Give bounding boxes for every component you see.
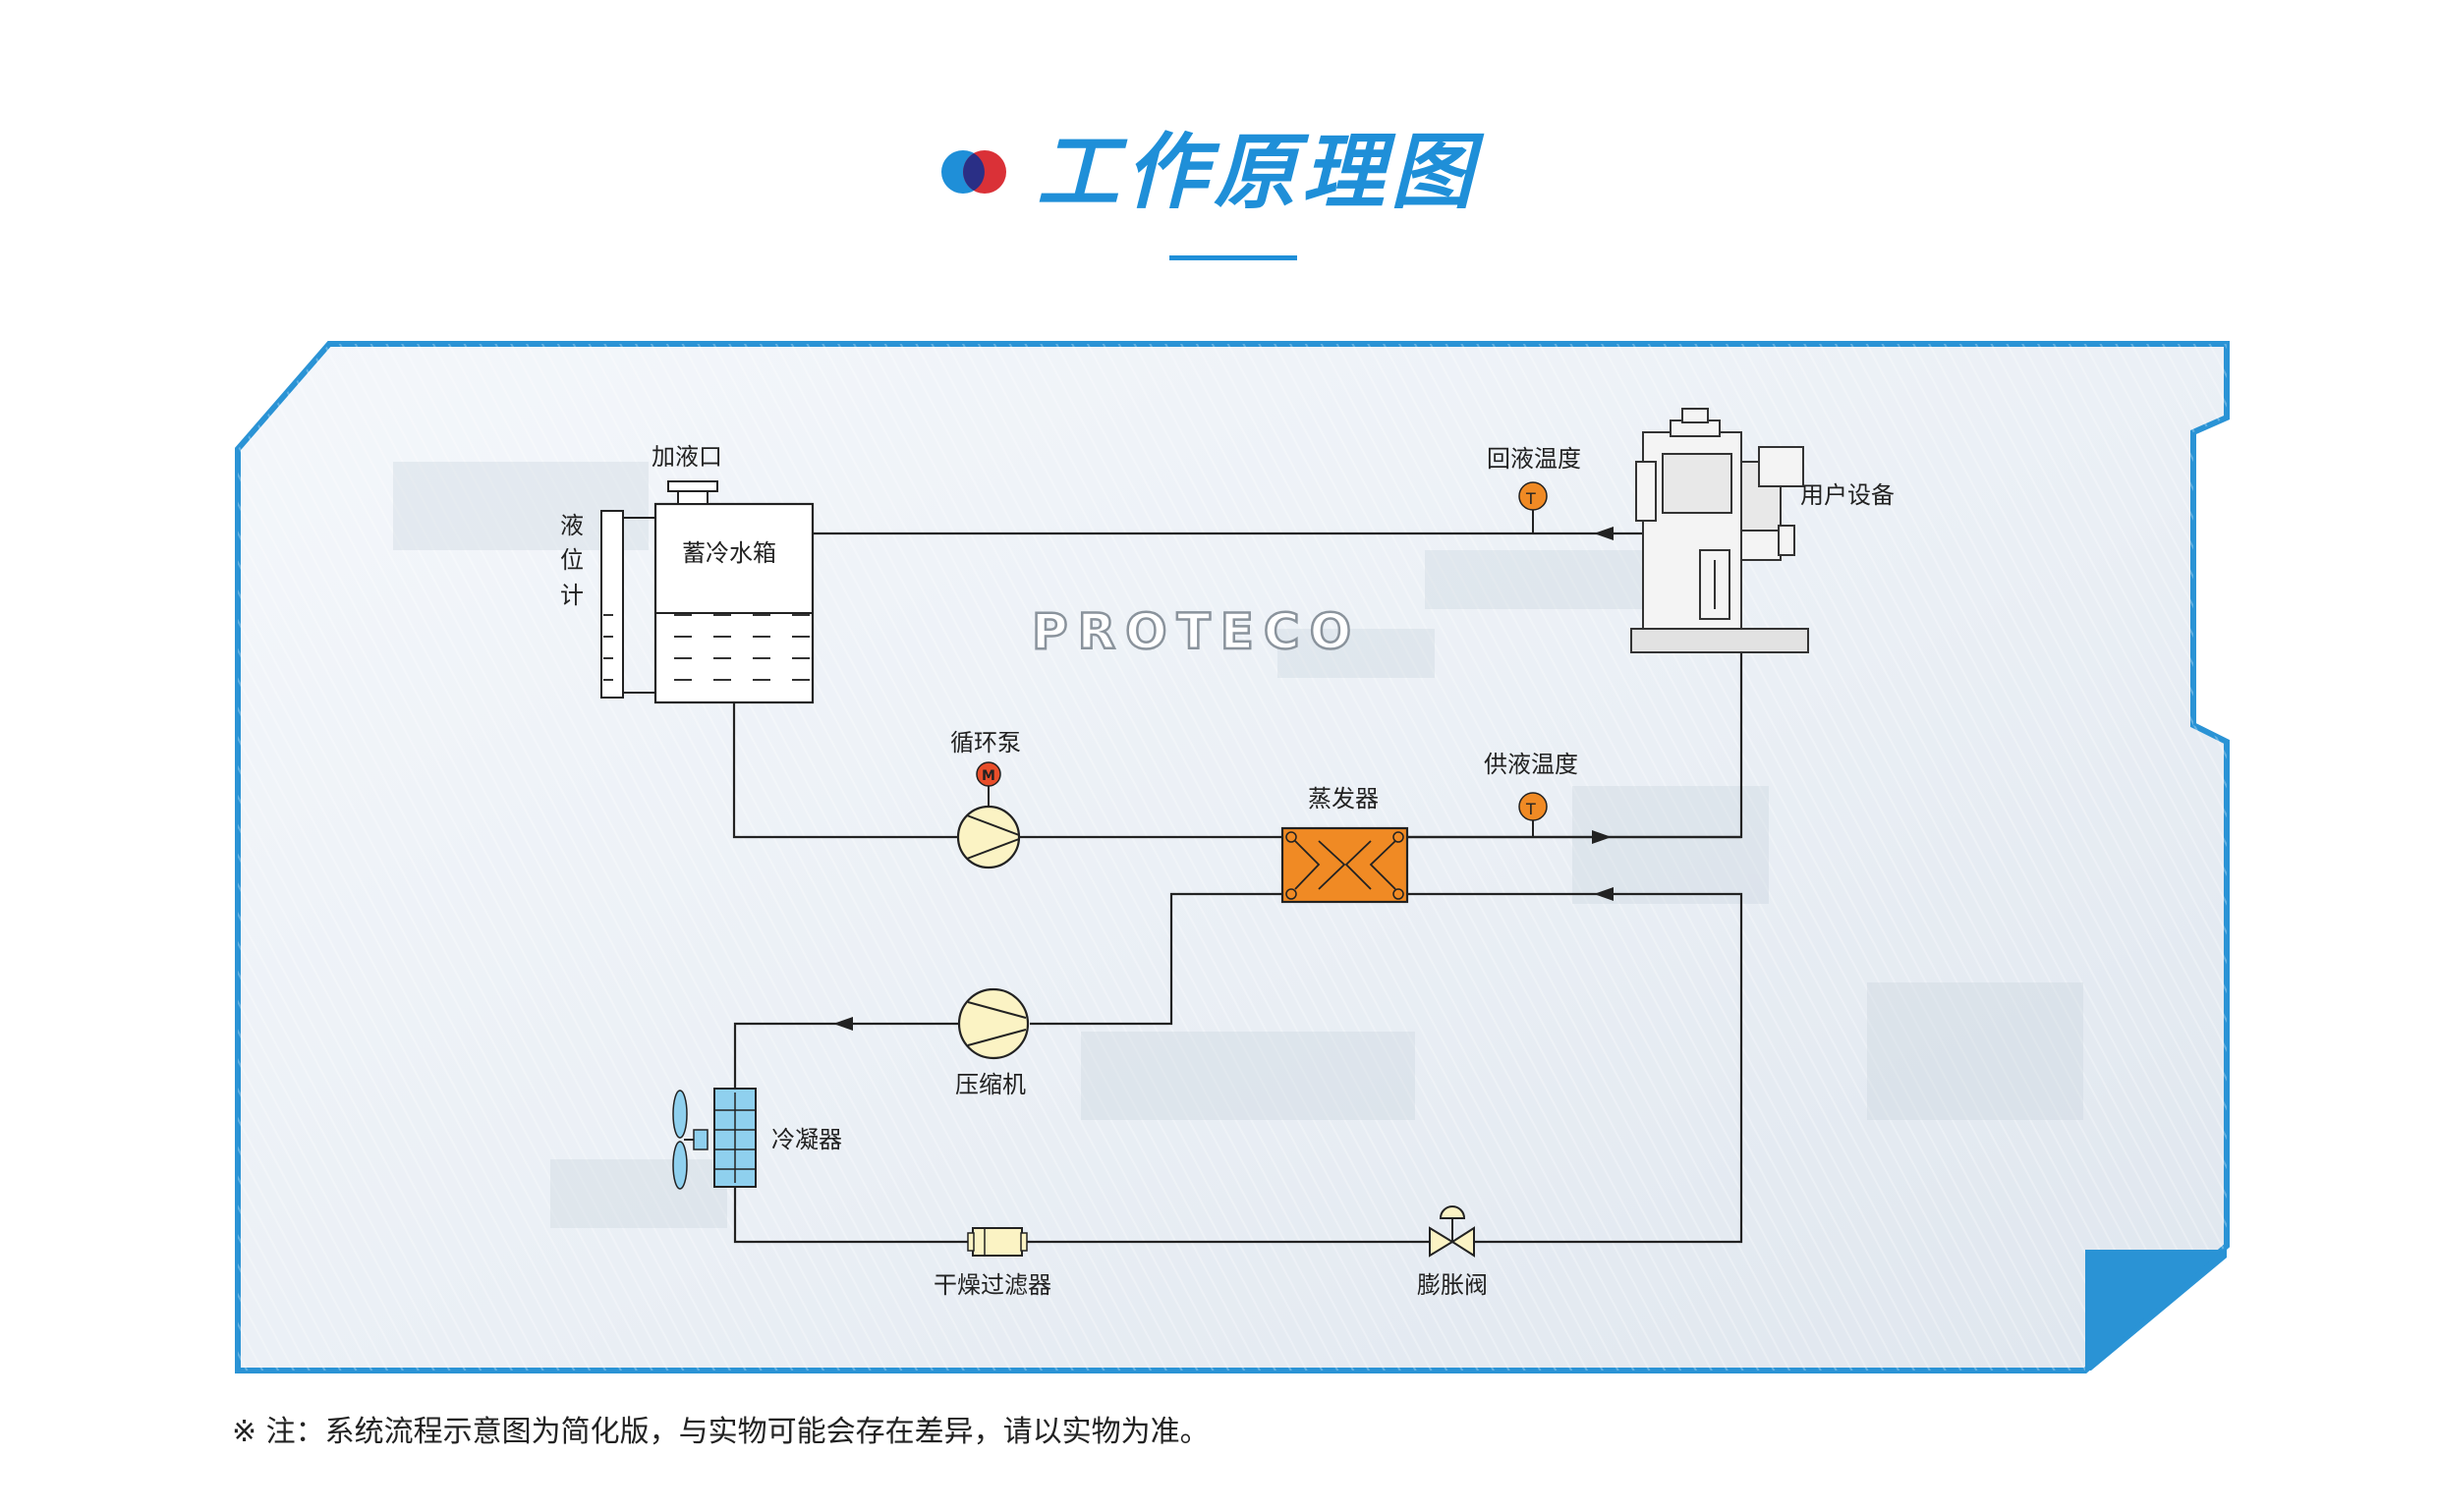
condenser: 冷凝器 bbox=[713, 1088, 842, 1188]
expansion-valve: 膨胀阀 bbox=[1417, 1205, 1488, 1299]
motor-symbol: M bbox=[982, 768, 995, 784]
circulation-pump: M 循环泵 bbox=[950, 729, 1021, 869]
logo-dots-icon bbox=[941, 150, 1006, 194]
return-temp-sensor: T 回液温度 bbox=[1487, 445, 1581, 533]
tank-label: 蓄冷水箱 bbox=[682, 539, 776, 567]
footer-note: ※ 注：系统流程示意图为简化版，与实物可能会存在差异，请以实物为准。 bbox=[232, 1415, 1210, 1449]
fill-port-label: 加液口 bbox=[652, 443, 722, 471]
expansion-valve-label: 膨胀阀 bbox=[1417, 1271, 1488, 1299]
page-title: 工作原理图 bbox=[1037, 124, 1480, 220]
level-gauge-label-3: 计 bbox=[560, 582, 584, 609]
supply-temp-sensor: T 供液温度 bbox=[1484, 751, 1578, 837]
user-equipment-label: 用户设备 bbox=[1800, 481, 1895, 509]
evaporator-label: 蒸发器 bbox=[1308, 785, 1379, 812]
supply-temp-label: 供液温度 bbox=[1484, 751, 1578, 778]
fan-icon bbox=[672, 1090, 708, 1190]
diagram-frame bbox=[235, 341, 2230, 1373]
level-gauge: 液 位 计 bbox=[560, 510, 655, 699]
flow-arrows bbox=[833, 527, 1614, 1031]
user-equipment bbox=[1630, 408, 1809, 653]
evaporator: 蒸发器 bbox=[1280, 785, 1409, 904]
title-underline bbox=[1169, 255, 1297, 260]
compressor: 压缩机 bbox=[955, 987, 1030, 1098]
compressor-label: 压缩机 bbox=[955, 1071, 1026, 1098]
filter-drier-label: 干燥过滤器 bbox=[934, 1271, 1051, 1299]
header: 工作原理图 bbox=[0, 118, 2437, 275]
level-gauge-label-2: 位 bbox=[560, 546, 584, 574]
return-temp-label: 回液温度 bbox=[1487, 445, 1581, 473]
pipes bbox=[732, 532, 1743, 1244]
storage-tank: 蓄冷水箱 加液口 bbox=[652, 443, 815, 704]
supply-temp-symbol: T bbox=[1525, 800, 1536, 818]
pump-label: 循环泵 bbox=[950, 729, 1021, 756]
level-gauge-label-1: 液 bbox=[560, 512, 584, 539]
condenser-label: 冷凝器 bbox=[771, 1126, 842, 1153]
return-temp-symbol: T bbox=[1525, 489, 1536, 508]
filter-drier: 干燥过滤器 bbox=[934, 1227, 1051, 1299]
watermark-text: PROTECO bbox=[1032, 603, 1361, 660]
